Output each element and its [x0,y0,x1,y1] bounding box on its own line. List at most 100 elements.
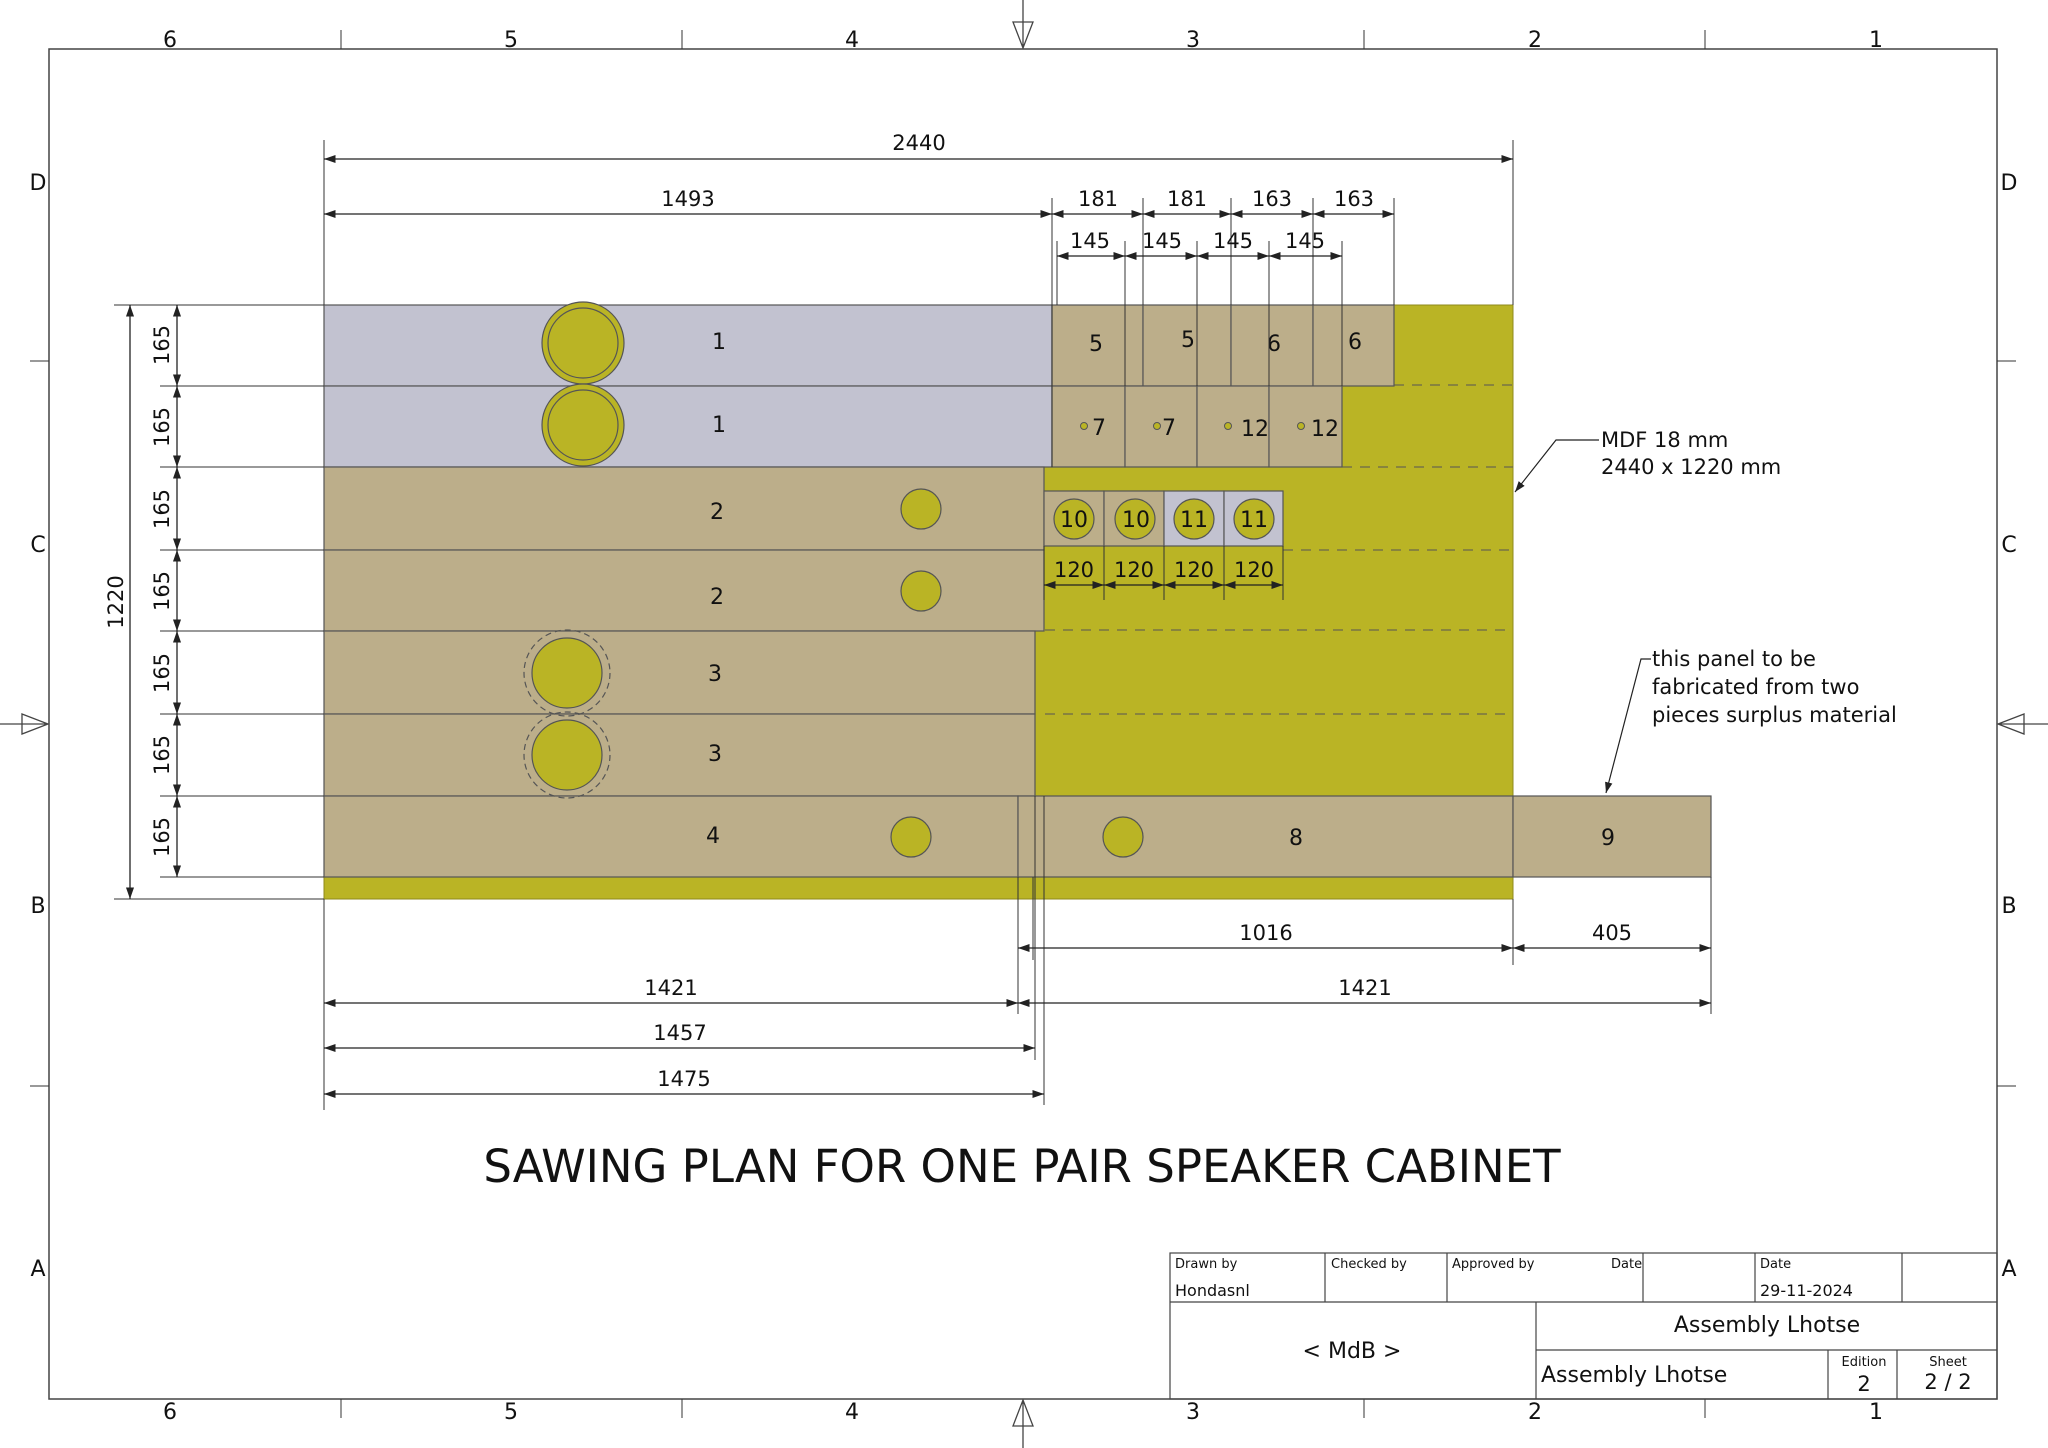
frame-col-6: 6 [163,28,177,53]
sheet-value: 2 / 2 [1924,1370,1971,1394]
frame-col-1-bottom: 1 [1869,1400,1883,1425]
panel-9[interactable] [1512,795,1712,878]
dim-181-a: 181 [1078,187,1118,211]
panel-label-2a: 2 [710,500,724,525]
assembly-title-2: Assembly Lhotse [1541,1363,1727,1388]
panel-3-top[interactable] [323,630,1036,715]
frame-col-4-bottom: 4 [845,1400,859,1425]
frame-col-2: 2 [1528,28,1542,53]
dim-165-3: 165 [150,489,174,529]
assembly-title-1: Assembly Lhotse [1674,1313,1860,1338]
panel-1-bottom[interactable] [323,385,1053,468]
frame-row-c: C [30,533,45,558]
hole-7a [1080,422,1088,430]
hole-11b [1233,498,1275,540]
surplus-note-line-3: pieces surplus material [1652,703,1897,727]
dim-1220: 1220 [104,575,128,628]
dim-165-4: 165 [150,571,174,611]
panel-7-b[interactable] [1124,385,1198,468]
panel-12-b[interactable] [1268,385,1343,468]
panel-label-1b: 1 [712,413,726,438]
panel-6-b[interactable] [1312,304,1395,387]
panel-label-7b: 7 [1162,416,1176,441]
frame-row-d: D [30,171,47,196]
panel-label-3a: 3 [708,662,722,687]
panel-label-2b: 2 [710,585,724,610]
panel-label-11b: 11 [1240,508,1268,533]
dim-145-b: 145 [1142,229,1182,253]
hole-3b [531,719,603,791]
dim-1457: 1457 [653,1021,706,1045]
date-label-1: Date [1611,1257,1642,1272]
frame-row-c-right: C [2001,533,2016,558]
frame-col-1: 1 [1869,28,1883,53]
dim-1421-left: 1421 [644,976,697,1000]
hole-2a [900,488,942,530]
panel-label-6b: 6 [1348,330,1362,355]
dim-120-a: 120 [1054,558,1094,582]
panel-8[interactable] [1017,795,1514,878]
frame-col-2-bottom: 2 [1528,1400,1542,1425]
dim-145-d: 145 [1285,229,1325,253]
frame-col-3: 3 [1186,28,1200,53]
dim-165-1: 165 [150,325,174,365]
title-block: Drawn by Hondasnl Checked by Approved by… [1169,1252,1998,1400]
hole-4 [890,816,932,858]
material-note-line-2: 2440 x 1220 mm [1601,455,1781,479]
panel-5-a[interactable] [1051,304,1144,387]
hole-2b [900,570,942,612]
material-note-line-1: MDF 18 mm [1601,428,1728,452]
panel-label-10a: 10 [1060,508,1088,533]
hole-ring-3a [523,629,611,717]
material-note: MDF 18 mm 2440 x 1220 mm [1514,428,1781,493]
surplus-note: this panel to be fabricated from two pie… [1605,647,1897,794]
checked-by-label: Checked by [1331,1257,1407,1272]
panel-label-11a: 11 [1180,508,1208,533]
panel-label-10b: 10 [1122,508,1150,533]
panel-6-a[interactable] [1230,304,1314,387]
dim-120-c: 120 [1174,558,1214,582]
dim-165-7: 165 [150,817,174,857]
edition-label: Edition [1842,1355,1887,1370]
hole-10b [1114,498,1156,540]
dim-181-b: 181 [1167,187,1207,211]
hole-1b [547,389,619,461]
dim-163-a: 163 [1252,187,1292,211]
frame-row-d-right: D [2001,171,2018,196]
dim-1475: 1475 [657,1067,710,1091]
hole-10a [1053,498,1095,540]
surplus-note-line-2: fabricated from two [1652,675,1859,699]
dimension-lines: 2440 1493 181 181 163 163 145 145 145 14… [104,131,1712,1110]
dim-145-a: 145 [1070,229,1110,253]
dim-165-2: 165 [150,407,174,447]
frame-col-5-bottom: 5 [504,1400,518,1425]
panel-label-5a: 5 [1089,332,1103,357]
sheet-label: Sheet [1929,1355,1967,1370]
panel-label-6a: 6 [1267,332,1281,357]
frame-row-b: B [30,894,45,919]
sheet-dashed-lines [1045,384,1513,715]
surplus-note-line-1: this panel to be [1652,647,1816,671]
frame-col-5: 5 [504,28,518,53]
panels [323,304,1712,878]
speaker-holes [523,301,1305,858]
frame-row-a: A [30,1257,45,1282]
panel-7-a[interactable] [1051,385,1126,468]
hole-12a [1224,422,1232,430]
panel-label-12b: 12 [1311,417,1339,442]
panel-label-12a: 12 [1241,417,1269,442]
panel-labels: 1 1 2 2 3 3 4 8 9 5 5 6 6 7 7 12 12 10 1… [706,328,1615,851]
panel-label-7a: 7 [1092,416,1106,441]
hole-7b [1153,422,1161,430]
panel-label-1a: 1 [712,330,726,355]
hole-11a [1173,498,1215,540]
hole-3a [531,637,603,709]
hole-8 [1102,816,1144,858]
panel-1-top[interactable] [323,304,1053,387]
frame-col-3-bottom: 3 [1186,1400,1200,1425]
panel-3-bottom[interactable] [323,713,1036,797]
dim-120-d: 120 [1234,558,1274,582]
panel-label-9: 9 [1601,826,1615,851]
